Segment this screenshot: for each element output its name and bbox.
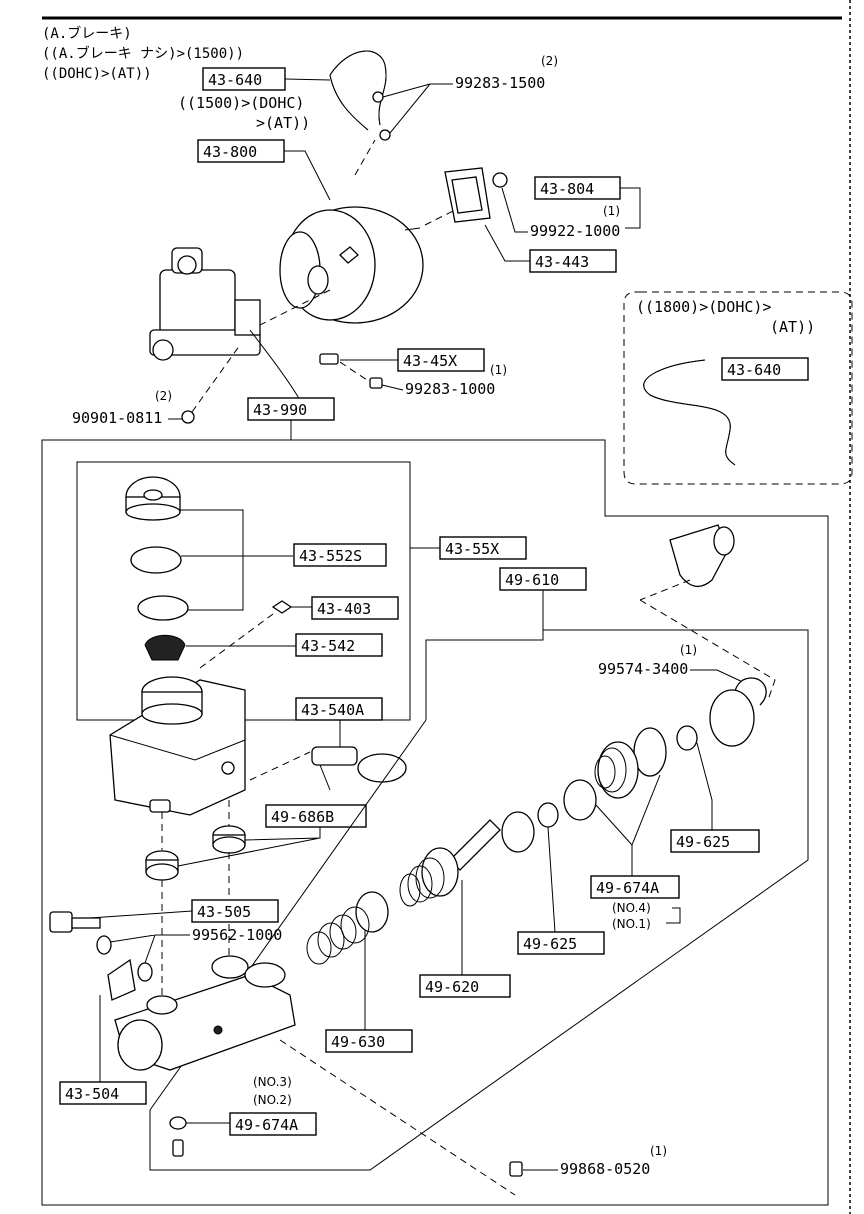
- inset-part-43-640[interactable]: 43-640: [727, 361, 781, 379]
- part-99562-1000[interactable]: 99562-1000: [192, 926, 282, 944]
- label-box-43-542: [295, 633, 383, 657]
- inset-hose-icon: [643, 359, 736, 466]
- bolt-icon: [49, 911, 101, 933]
- nut-icon-2: [181, 410, 195, 424]
- gasket-icon: [444, 167, 491, 223]
- part-43-552s[interactable]: 43-552S: [299, 547, 362, 565]
- filter-icon: [271, 600, 293, 614]
- part-49-620[interactable]: 49-620: [425, 978, 479, 996]
- part-43-504[interactable]: 43-504: [65, 1085, 119, 1103]
- brake-booster-icon: [279, 206, 424, 324]
- part-49-674a[interactable]: 49-674A: [596, 879, 659, 897]
- washer-icon-4: [137, 962, 153, 982]
- screw-icon: [509, 1161, 523, 1177]
- label-box-49-630: [325, 1029, 413, 1053]
- part-49-625-a[interactable]: 49-625: [676, 833, 730, 851]
- label-box-49-686b: [265, 804, 367, 828]
- clamp-icon: [372, 91, 391, 141]
- spring-icon: [306, 891, 389, 965]
- washer-icon: [676, 725, 698, 751]
- o-ring-icon-3: [169, 1116, 187, 1130]
- bleeder-icon: [172, 1139, 184, 1157]
- cup-seal-icon: [709, 689, 755, 747]
- o-ring-icon: [633, 727, 667, 777]
- part-43-505[interactable]: 43-505: [197, 903, 251, 921]
- part-49-610[interactable]: 49-610: [505, 571, 559, 589]
- boot-icon: [669, 524, 735, 587]
- part-49-625-b[interactable]: 49-625: [523, 935, 577, 953]
- reservoir-tank-icon: [109, 676, 246, 816]
- no-3: (NO.3): [253, 1075, 292, 1089]
- strainer-icon: [144, 634, 186, 661]
- seal-ring-icon: [137, 595, 189, 621]
- label-box-49-674a-b: [229, 1112, 317, 1136]
- no-2: (NO.2): [253, 1093, 292, 1107]
- part-99574-3400[interactable]: 99574-3400: [598, 660, 688, 678]
- qty-99868: (1): [650, 1144, 667, 1158]
- master-cylinder-body-icon: [107, 955, 296, 1071]
- lower-frame: [41, 439, 829, 1206]
- grommet-icon: [145, 825, 246, 881]
- inset-cond-at: (AT)): [770, 318, 815, 336]
- fitting-icon: [319, 353, 383, 389]
- label-box-43-504: [59, 1081, 147, 1105]
- part-43-55x[interactable]: 43-55X: [445, 540, 499, 558]
- label-box-49-625-b: [517, 931, 605, 955]
- part-43-443[interactable]: 43-443: [535, 253, 589, 271]
- cond-1500-dohc: ((1500)>(DOHC): [178, 94, 304, 112]
- secondary-piston-icon: [594, 741, 639, 799]
- part-43-804[interactable]: 43-804: [540, 180, 594, 198]
- header-line-3: ((DOHC)>(AT)): [42, 66, 152, 82]
- qty-99283-1500: (2): [541, 54, 558, 68]
- o-ring-icon-2: [563, 779, 597, 821]
- part-43-45x[interactable]: 43-45X: [403, 352, 457, 370]
- no-1: (NO.1): [612, 917, 651, 931]
- inset-cond-1800: ((1800)>(DOHC)>: [636, 298, 771, 316]
- diaphragm-icon: [130, 546, 182, 574]
- inset-frame: [623, 291, 853, 485]
- part-49-674a-b[interactable]: 49-674A: [235, 1116, 298, 1134]
- label-box-43-540a: [295, 697, 383, 721]
- nut-icon: [492, 172, 508, 188]
- part-43-542[interactable]: 43-542: [301, 637, 355, 655]
- label-box-inset-43-640: [721, 357, 809, 381]
- label-box-49-625-a: [670, 829, 760, 853]
- part-49-630[interactable]: 49-630: [331, 1033, 385, 1051]
- part-99283-1000[interactable]: 99283-1000: [405, 380, 495, 398]
- part-90901-0811[interactable]: 90901-0811: [72, 409, 162, 427]
- master-cylinder-assembly-icon: [149, 247, 301, 401]
- vacuum-hose-part: [329, 50, 387, 131]
- part-43-990[interactable]: 43-990: [253, 401, 307, 419]
- primary-piston-icon: [399, 811, 535, 907]
- level-sensor-icon: [311, 746, 407, 791]
- header-line-1: (A.ブレーキ): [42, 25, 132, 42]
- part-43-640[interactable]: 43-640: [208, 71, 262, 89]
- label-box-49-674a: [590, 875, 680, 899]
- qty-43-45x: (1): [490, 363, 507, 377]
- washer-icon-3: [96, 935, 112, 955]
- part-99283-1500[interactable]: 99283-1500: [455, 74, 545, 92]
- qty-99574: (1): [680, 643, 697, 657]
- label-box-49-620: [419, 974, 511, 998]
- reservoir-cap-icon: [125, 476, 181, 521]
- part-49-686b[interactable]: 49-686B: [271, 808, 334, 826]
- part-43-800[interactable]: 43-800: [203, 143, 257, 161]
- label-box-43-552s: [293, 543, 387, 567]
- header-line-2: ((A.ブレーキ ナシ)>(1500)): [42, 45, 244, 62]
- qty-90901: (2): [155, 389, 172, 403]
- part-99922-1000[interactable]: 99922-1000: [530, 222, 620, 240]
- qty-99922: (1): [603, 204, 620, 218]
- part-99868-0520[interactable]: 99868-0520: [560, 1160, 650, 1178]
- washer-icon-2: [537, 802, 559, 828]
- cond-at: >(AT)): [256, 114, 310, 132]
- part-43-403[interactable]: 43-403: [317, 600, 371, 618]
- label-box-43-403: [311, 596, 399, 620]
- part-43-540a[interactable]: 43-540A: [301, 701, 364, 719]
- no-4: (NO.4): [612, 901, 651, 915]
